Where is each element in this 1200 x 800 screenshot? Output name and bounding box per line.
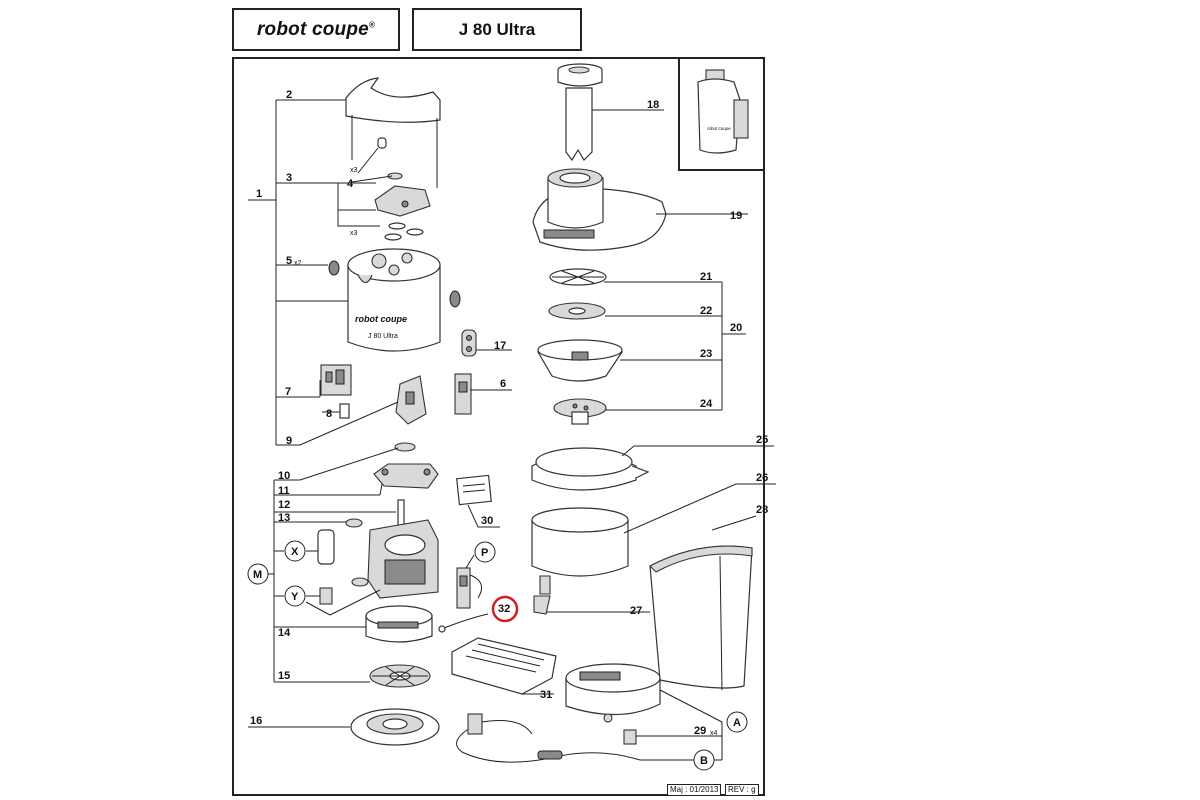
callout-14: 14 [278,627,291,639]
callout-2: 2 [286,89,292,101]
part-fan-15 [369,664,431,688]
part-bowl-26 [531,507,629,615]
svg-text:x3: x3 [350,230,358,237]
part-plate-assembly [374,137,431,241]
circle-label-P: P [481,547,488,559]
circled-letters: M X Y P A B [247,540,748,771]
part-coupling-24 [553,398,607,425]
part-motor-housing: robot coupe J 80 Ultra [328,248,461,352]
brand-logo: robot coupe® [256,18,376,40]
callout-7: 7 [285,386,291,398]
callout-11: 11 [278,485,290,497]
callout-30: 30 [481,515,493,527]
callout-numbers: 1 2 3 4 5 6 7 8 9 10 11 12 13 14 15 16 1… [250,89,768,737]
part-cable-32 [438,567,489,633]
part-pulp-container-28 [649,545,753,691]
part-switch-17 [461,329,477,357]
callout-27: 27 [630,605,642,617]
revision-code: REV : g [725,784,759,796]
part-pusher-18 [557,63,603,162]
svg-text:x2: x2 [294,260,302,267]
callout-31: 31 [540,689,552,701]
highlight-circle-32 [491,595,519,623]
part-base-A [565,663,661,745]
callout-32: 32 [498,603,510,615]
part-label-30 [456,474,492,506]
part-ring-25 [531,447,650,491]
part-grating-disc-21 [549,268,607,286]
callout-12: 12 [278,499,290,511]
product-thumbnail: robot coupe [697,69,749,154]
model-title-box: J 80 Ultra [412,8,582,51]
callout-13: 13 [278,512,290,524]
part-cover-19 [532,168,667,251]
svg-text:x4: x4 [710,730,718,737]
callout-19: 19 [730,210,742,222]
callout-15: 15 [278,670,290,682]
callout-1: 1 [256,188,262,200]
callout-24: 24 [700,398,713,410]
part-basket-23 [537,339,623,382]
callout-17: 17 [494,340,506,352]
callout-16: 16 [250,715,262,727]
callout-26: 26 [756,472,768,484]
callout-8: 8 [326,408,332,420]
revision-date: Maj : 01/2013 [667,784,722,796]
quantity-multipliers: x3 x3 x2 x4 [294,167,718,737]
callout-25: 25 [756,434,768,446]
callout-29: 29 [694,725,706,737]
part-sensor-6 [454,373,472,415]
part-filter-22 [548,302,606,320]
part-tray-31 [451,637,557,695]
callout-23: 23 [700,348,712,360]
svg-text:robot coupe: robot coupe [707,126,731,131]
callout-28: 28 [756,504,768,516]
model-title: J 80 Ultra [458,19,536,39]
circle-label-X: X [291,546,299,558]
callout-5: 5 [286,255,292,267]
brand-logo-box: robot coupe® [232,8,400,51]
part-lid [345,77,441,188]
circle-label-Y: Y [291,591,299,603]
callout-10: 10 [278,470,290,482]
part-power-cord [456,713,690,763]
callout-4: 4 [347,178,354,190]
circle-label-M: M [253,569,262,581]
svg-text:robot coupe: robot coupe [355,314,407,324]
callout-18: 18 [647,99,659,111]
callout-3: 3 [286,172,292,184]
circle-label-B: B [700,755,708,767]
callout-9: 9 [286,435,292,447]
svg-text:J 80 Ultra: J 80 Ultra [368,333,398,340]
part-foot-16 [350,708,440,746]
svg-text:x3: x3 [350,167,358,174]
part-base-14 [365,605,433,643]
callout-22: 22 [700,305,712,317]
part-switches-7-8-9 [320,364,427,425]
callout-21: 21 [700,271,712,283]
callout-6: 6 [500,378,506,390]
part-bearing-10-11 [373,442,439,489]
callout-20: 20 [730,322,742,334]
part-motor-block [317,499,439,605]
circle-label-A: A [733,717,741,729]
